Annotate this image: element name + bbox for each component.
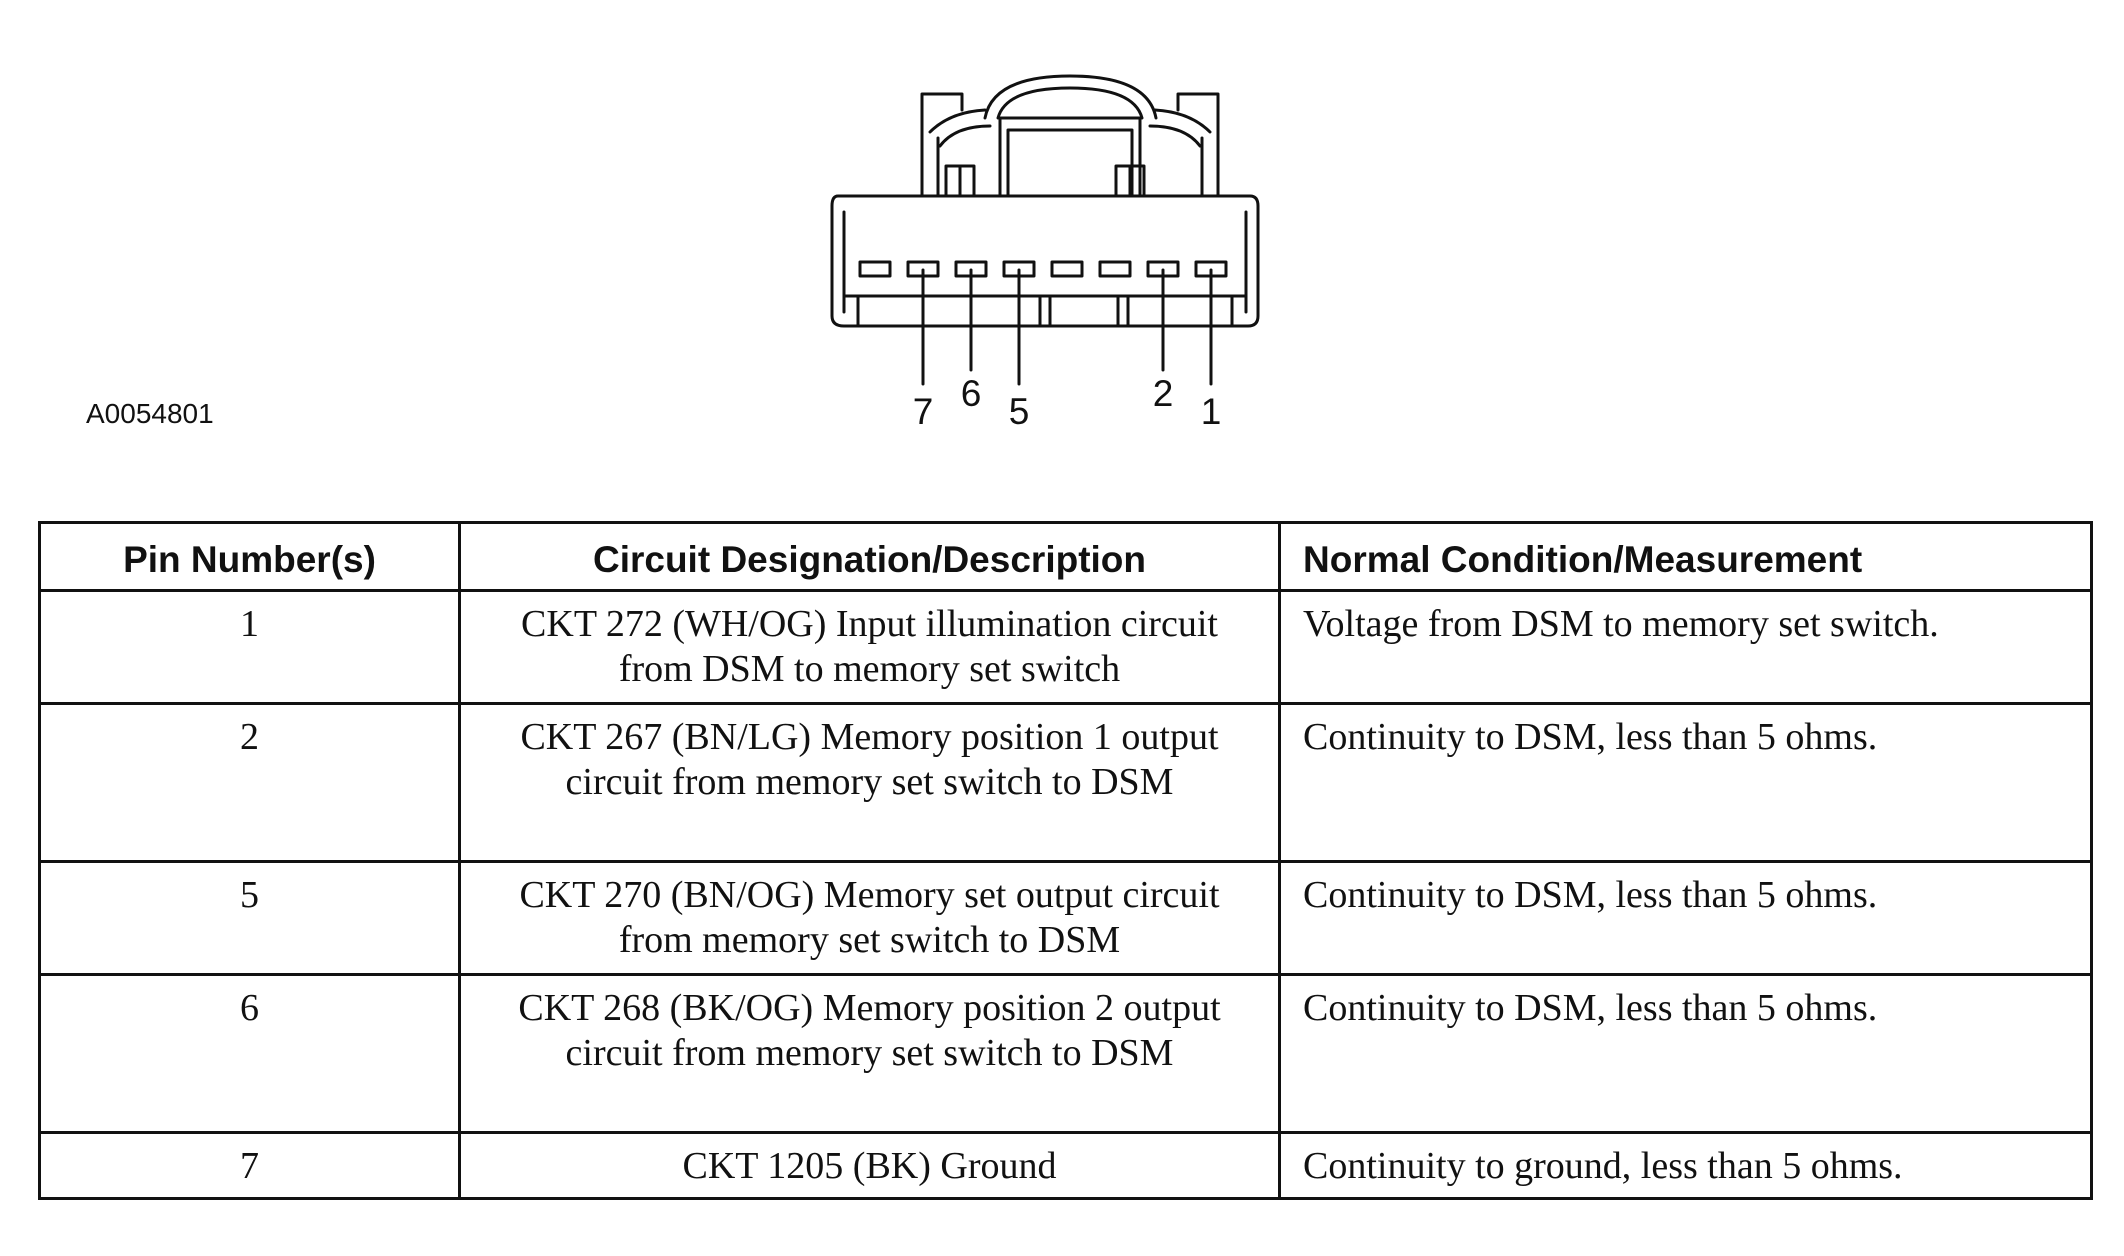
normal-condition-cell: Voltage from DSM to memory set switch.: [1278, 589, 2093, 705]
header-circuit-description: Circuit Designation/Description: [458, 521, 1281, 592]
normal-condition-cell: Continuity to DSM, less than 5 ohms.: [1278, 702, 2093, 863]
normal-condition-cell: Continuity to DSM, less than 5 ohms.: [1278, 973, 2093, 1134]
pin-label-5: 5: [1009, 391, 1030, 432]
table-row: 5 CKT 270 (BN/OG) Memory set output circ…: [38, 860, 2093, 976]
header-pin-numbers: Pin Number(s): [38, 521, 461, 592]
normal-condition-cell: Continuity to ground, less than 5 ohms.: [1278, 1131, 2093, 1200]
table-row: 6 CKT 268 (BK/OG) Memory position 2 outp…: [38, 973, 2093, 1134]
pin-number-cell: 7: [38, 1131, 461, 1200]
pin-label-1: 1: [1201, 391, 1222, 432]
table-header-row: Pin Number(s) Circuit Designation/Descri…: [38, 521, 2093, 592]
pin-label-6: 6: [961, 373, 982, 414]
table-row: 1 CKT 272 (WH/OG) Input illumination cir…: [38, 589, 2093, 705]
circuit-description-cell: CKT 1205 (BK) Ground: [458, 1131, 1281, 1200]
pin-number-cell: 1: [38, 589, 461, 705]
pin-leader-lines: [921, 268, 1213, 386]
connector-diagram: 7 6 5 2 1: [830, 74, 1260, 432]
circuit-description-cell: CKT 270 (BN/OG) Memory set output circui…: [458, 860, 1281, 976]
pin-number-cell: 2: [38, 702, 461, 863]
pin-table: Pin Number(s) Circuit Designation/Descri…: [38, 521, 2093, 1200]
pin-label-2: 2: [1153, 373, 1174, 414]
pin-label-7: 7: [913, 391, 934, 432]
header-normal-condition: Normal Condition/Measurement: [1278, 521, 2093, 592]
circuit-description-cell: CKT 268 (BK/OG) Memory position 2 output…: [458, 973, 1281, 1134]
table-row: 7 CKT 1205 (BK) Ground Continuity to gro…: [38, 1131, 2093, 1200]
pin-cavities: [858, 260, 1228, 278]
figure-id: A0054801: [86, 398, 214, 429]
pin-number-cell: 6: [38, 973, 461, 1134]
pin-number-cell: 5: [38, 860, 461, 976]
circuit-description-cell: CKT 267 (BN/LG) Memory position 1 output…: [458, 702, 1281, 863]
circuit-description-cell: CKT 272 (WH/OG) Input illumination circu…: [458, 589, 1281, 705]
normal-condition-cell: Continuity to DSM, less than 5 ohms.: [1278, 860, 2093, 976]
connector-housing: [830, 74, 1260, 328]
table-row: 2 CKT 267 (BN/LG) Memory position 1 outp…: [38, 702, 2093, 863]
